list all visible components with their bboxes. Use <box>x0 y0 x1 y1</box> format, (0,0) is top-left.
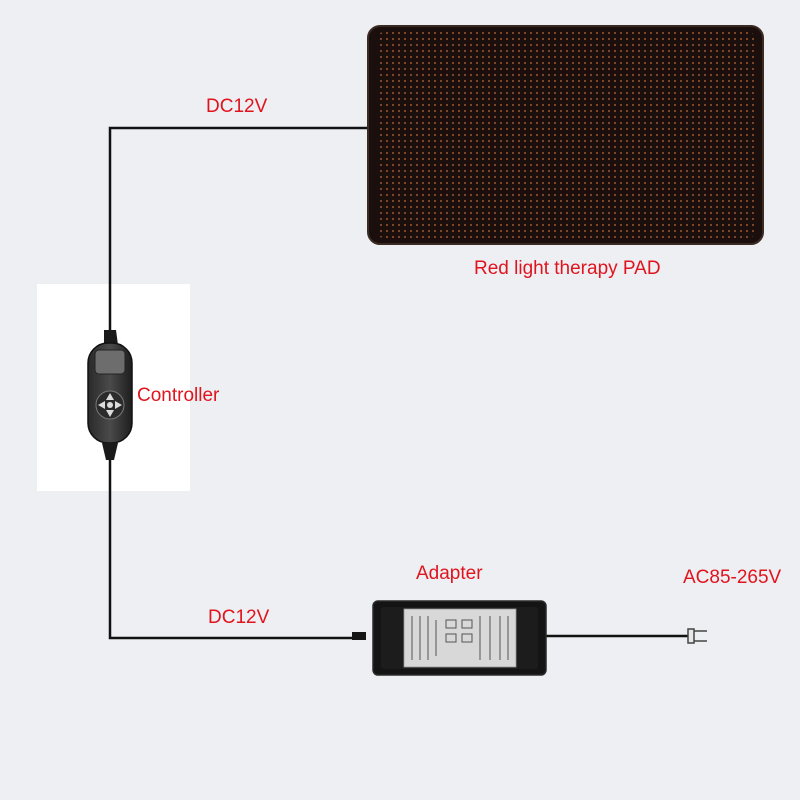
dc-voltage-label-bottom: DC12V <box>208 607 269 629</box>
controller-label: Controller <box>137 385 219 407</box>
adapter-label: Adapter <box>416 563 483 585</box>
adapter-sticker <box>404 609 516 667</box>
ac-input-label: AC85-265V <box>683 567 781 589</box>
therapy-pad <box>368 26 763 244</box>
wire-pad-to-controller <box>110 128 370 345</box>
pad-label: Red light therapy PAD <box>474 258 661 280</box>
controller-device <box>88 330 132 460</box>
dc-voltage-label-top: DC12V <box>206 96 267 118</box>
ac-plug-icon <box>688 629 707 643</box>
power-adapter <box>352 601 546 675</box>
dpad-icon <box>96 391 124 419</box>
